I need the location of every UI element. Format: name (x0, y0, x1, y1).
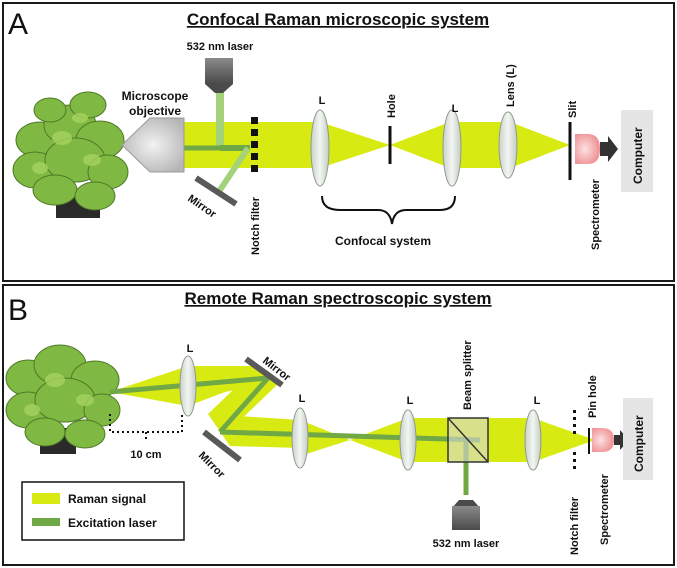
confocal-system-label: Confocal system (335, 234, 431, 248)
computer-b-box (623, 398, 653, 480)
slit-label: Slit (567, 101, 579, 118)
lens-b4 (524, 409, 542, 471)
spectrometer-label-b: Spectrometer (599, 473, 611, 545)
lens-b2 (291, 407, 309, 469)
distance-label: 10 cm (130, 449, 161, 461)
panel-a: A Confocal Raman microscopic system (2, 2, 675, 282)
beam-splitter (447, 417, 489, 463)
legend-swatch-laser (32, 518, 60, 526)
lens-b3-label: L (407, 395, 414, 407)
mirror-a (194, 175, 238, 207)
excitation-laser-a (184, 88, 251, 192)
plant-b-icon (5, 344, 121, 454)
legend-box (21, 481, 185, 541)
lens-b3 (399, 409, 417, 471)
mirror-b-bottom (202, 429, 242, 463)
panel-b: B Remote Raman spectroscopic system (2, 284, 675, 566)
microscope-objective (121, 117, 185, 173)
laser-label-a: 532 nm laser (187, 41, 254, 53)
legend-raman-label: Raman signal (68, 492, 146, 506)
panel-b-title: Remote Raman spectroscopic system (184, 289, 491, 308)
plant-a-icon (12, 91, 129, 218)
confocal-brace (321, 195, 456, 225)
mirror-b-top (244, 356, 284, 388)
spectrometer-a-icon (575, 134, 618, 164)
beam-splitter-label: Beam splitter (462, 340, 474, 410)
lens-a2-label: L (452, 103, 459, 115)
lens-a3 (498, 111, 518, 179)
notch-filter-label-a: Notch filter (250, 196, 262, 255)
legend: Raman signal Excitation laser (21, 481, 185, 541)
panel-b-letter: B (8, 294, 28, 327)
notch-filter-b (573, 410, 576, 469)
lens-b4-label: L (534, 395, 541, 407)
laser-source-a (205, 58, 233, 93)
lens-b1-label: L (187, 343, 194, 355)
computer-label-b: Computer (632, 415, 646, 472)
lens-a1 (310, 109, 330, 187)
panel-a-title: Confocal Raman microscopic system (187, 10, 489, 29)
objective-label-line1: Microscope (122, 89, 189, 103)
hole-label: Hole (386, 94, 398, 118)
laser-source-b (452, 500, 480, 530)
computer-label-a: Computer (631, 127, 645, 184)
legend-laser-label: Excitation laser (68, 516, 157, 530)
legend-swatch-raman (32, 493, 60, 504)
lens-a2 (442, 109, 462, 187)
spectrometer-b-icon (592, 428, 629, 452)
computer-a-box (621, 110, 653, 192)
notch-filter-label-b: Notch filter (569, 496, 581, 555)
objective-label-line2: objective (129, 104, 181, 118)
lens-a3-label: Lens (L) (505, 64, 517, 107)
pin-hole-label: Pin hole (587, 375, 599, 418)
lens-b1 (179, 355, 197, 417)
laser-label-b: 532 nm laser (433, 538, 500, 550)
notch-filter-a (251, 117, 258, 172)
spectrometer-label-a: Spectrometer (590, 178, 602, 250)
lens-b2-label: L (299, 393, 306, 405)
lens-a1-label: L (319, 95, 326, 107)
panel-a-letter: A (8, 8, 28, 41)
